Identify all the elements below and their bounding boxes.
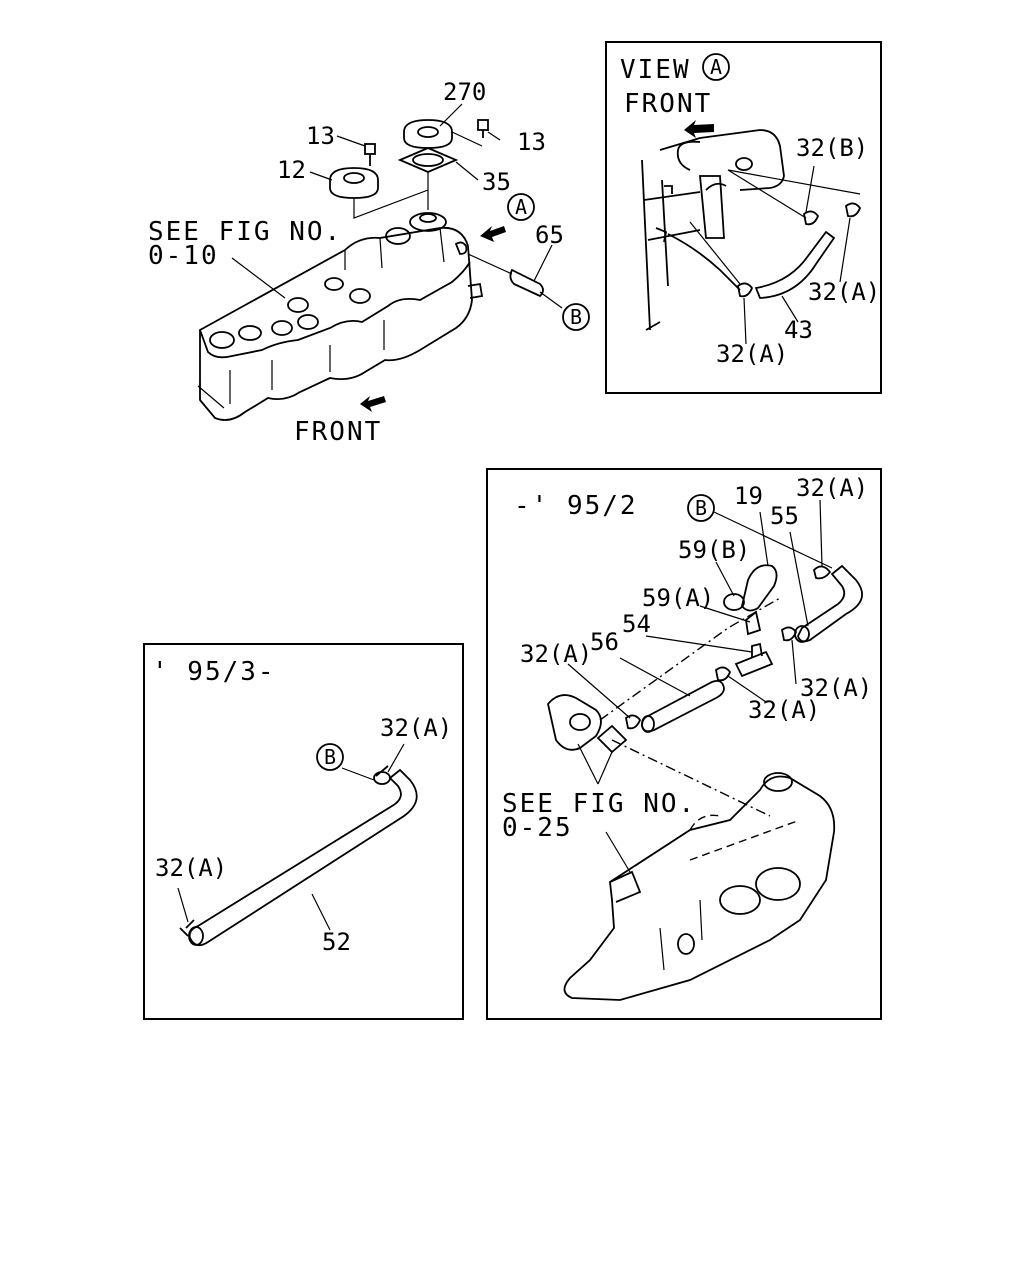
panel-95-3-marker-b xyxy=(316,743,344,771)
panel-95-2-label-59b: 59(B) xyxy=(678,536,750,564)
view-a-panel: VIEW A FRONT 32(B) 32(A) 43 32(A) xyxy=(605,41,882,394)
view-a-title-circle xyxy=(702,53,730,81)
part-label-65: 65 xyxy=(535,221,564,249)
main-assembly: A B 270 13 13 12 35 65 SEE FIG NO. 0-10 … xyxy=(148,78,590,447)
view-a-title-circle-text: A xyxy=(710,55,722,79)
view-a-label-43: 43 xyxy=(784,316,813,344)
view-a-front-label: FRONT xyxy=(624,89,712,119)
part-label-13-left: 13 xyxy=(306,122,335,150)
part-label-12: 12 xyxy=(277,156,306,184)
panel-95-2-label-32a-mid: 32(A) xyxy=(748,696,820,724)
view-a-front-arrow xyxy=(684,120,714,138)
tee-54 xyxy=(734,642,774,678)
panel-95-2-label-32a-left: 32(A) xyxy=(520,640,592,668)
panel-95-2-see-fig-number: 0-25 xyxy=(502,813,573,843)
panel-95-2: -' 95/2 B xyxy=(486,468,882,1020)
panel-95-2-label-56: 56 xyxy=(590,628,619,656)
view-a-label-32a-right: 32(A) xyxy=(808,278,880,306)
intake-manifold-drawing xyxy=(563,772,836,1001)
see-fig-label: SEE FIG NO. xyxy=(148,217,342,247)
panel-95-3: ' 95/3- B 32(A) 32(A) 52 xyxy=(143,643,464,1020)
hose-65 xyxy=(467,253,563,309)
gasket-35 xyxy=(397,147,459,173)
part-label-270: 270 xyxy=(443,78,486,106)
panel-95-2-see-fig-label: SEE FIG NO. xyxy=(502,789,696,819)
panel-95-2-marker-b-text: B xyxy=(695,496,707,520)
view-b-marker-text: B xyxy=(570,305,582,329)
panel-95-3-label-32a-top: 32(A) xyxy=(380,714,452,742)
view-a-marker xyxy=(507,193,535,221)
panel-95-2-title: -' 95/2 xyxy=(514,491,638,521)
panel-95-3-label-32a-left: 32(A) xyxy=(155,854,227,882)
screw-13-right xyxy=(477,119,489,138)
panel-95-2-label-54: 54 xyxy=(622,610,651,638)
part-label-35: 35 xyxy=(482,168,511,196)
panel-95-2-label-19: 19 xyxy=(734,482,763,510)
rocker-cover-drawing xyxy=(197,212,484,421)
front-arrow xyxy=(360,396,386,412)
hose-55 xyxy=(794,564,863,643)
view-a-label-32a-bottom: 32(A) xyxy=(716,340,788,368)
part-label-13-right: 13 xyxy=(517,128,546,156)
panel-95-2-marker-b xyxy=(687,494,715,522)
panel-95-2-label-59a: 59(A) xyxy=(642,584,714,612)
outlet-fitting xyxy=(547,694,628,754)
view-a-arrow xyxy=(480,226,506,242)
cap-12 xyxy=(329,167,379,199)
hose-56 xyxy=(641,679,725,733)
panel-95-3-title: ' 95/3- xyxy=(152,657,276,687)
panel-95-2-label-32a-top: 32(A) xyxy=(796,474,868,502)
panel-95-3-marker-b-text: B xyxy=(324,745,336,769)
screw-13-left xyxy=(364,143,376,166)
see-fig-number: 0-10 xyxy=(148,241,219,271)
panel-95-2-label-32a-right: 32(A) xyxy=(800,674,872,702)
view-b-marker xyxy=(562,303,590,331)
front-label: FRONT xyxy=(294,417,382,447)
breather-cap-270 xyxy=(403,119,453,149)
hose-19 xyxy=(741,564,778,612)
panel-95-2-label-55: 55 xyxy=(770,502,799,530)
view-a-label-32b: 32(B) xyxy=(796,134,868,162)
view-a-marker-text: A xyxy=(515,195,527,219)
panel-95-3-label-52: 52 xyxy=(322,928,351,956)
hose-52 xyxy=(188,768,418,947)
view-a-title: VIEW xyxy=(620,55,691,85)
